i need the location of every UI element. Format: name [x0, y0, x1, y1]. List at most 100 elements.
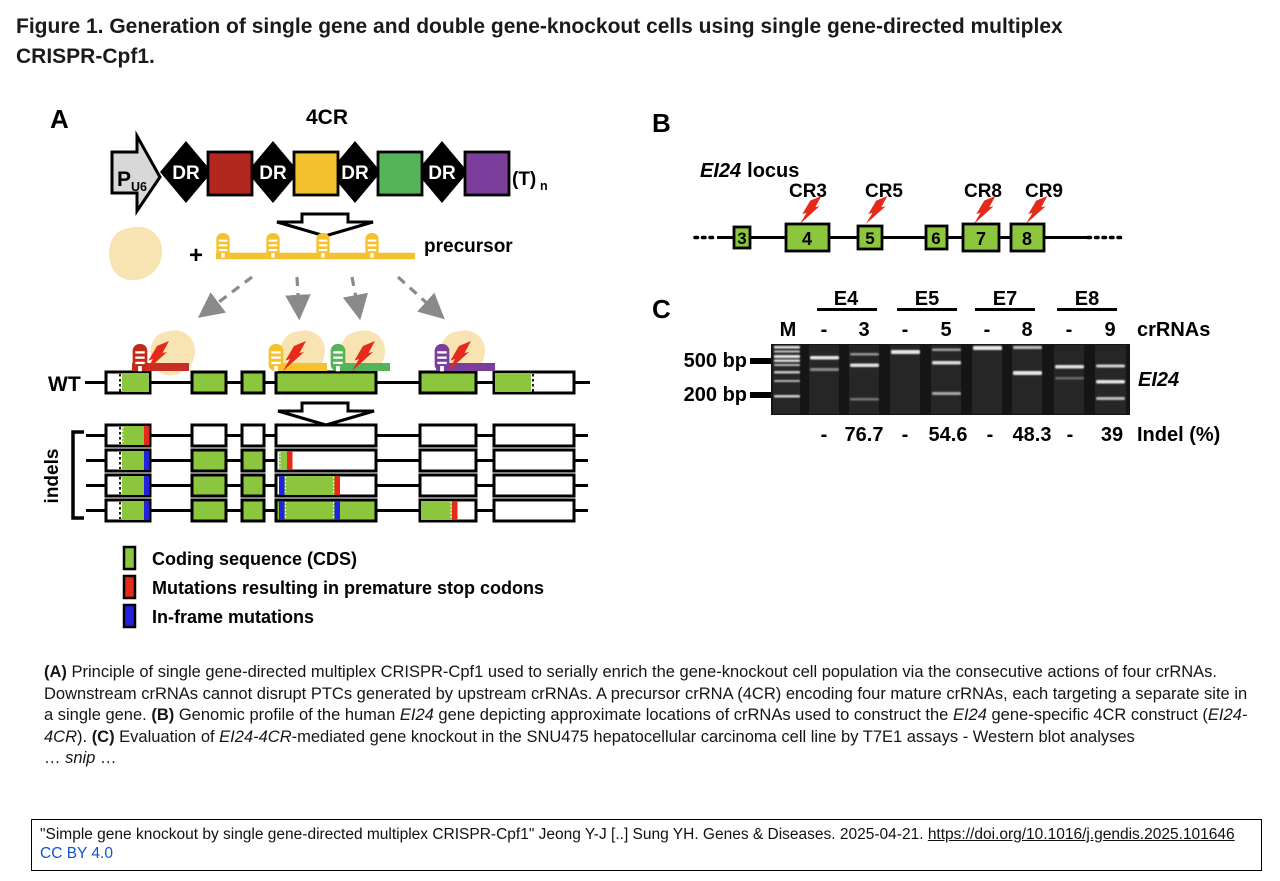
terminator-label: (T)	[512, 169, 536, 190]
gene-name: EI24-4CR	[219, 727, 292, 746]
hairpin-icon	[215, 231, 231, 259]
lane-label: 8	[1021, 319, 1032, 341]
exon-number: 8	[1022, 229, 1032, 249]
indel-value: 48.3	[1013, 424, 1052, 446]
lane-label: -	[1066, 319, 1073, 341]
hairpin-icon	[433, 342, 451, 373]
caption-b-tag: (B)	[151, 706, 175, 724]
figure-caption: (A) Principle of single gene-directed mu…	[44, 662, 1260, 770]
crrna-spacer-squares	[206, 150, 511, 197]
marker-500bp: 500 bp	[684, 350, 747, 372]
gel-bands	[774, 346, 1125, 401]
snip-dots: …	[44, 749, 66, 767]
plus-sign: +	[189, 242, 203, 269]
wt-crrna-complexes	[131, 341, 495, 373]
dr-label: DR	[428, 163, 456, 184]
processing-arrows	[197, 275, 445, 321]
caption-text: gene-specific 4CR construct (	[986, 706, 1208, 724]
indel-value: -	[987, 424, 994, 446]
caption-text: gene depicting approximate locations of …	[433, 706, 953, 724]
panel-a-label: A	[50, 104, 69, 134]
exon-number: 3	[737, 229, 746, 248]
figure-title: Figure 1. Generation of single gene and …	[16, 15, 1063, 68]
panel-a-legend: Coding sequence (CDS) Mutations resultin…	[122, 545, 544, 629]
legend-cds-label: Coding sequence (CDS)	[152, 549, 357, 569]
legend-inframe-label: In-frame mutations	[152, 607, 314, 627]
snip-dots: …	[95, 749, 117, 767]
lane-label: -	[984, 319, 991, 341]
cpf1-protein-blob	[109, 226, 163, 281]
cr8-label: CR8	[964, 181, 1002, 202]
citation-text: "Simple gene knockout by single gene-dir…	[40, 826, 928, 843]
caption-text: Evaluation of	[114, 727, 220, 746]
lane-label: -	[902, 319, 909, 341]
panel-c-label: C	[652, 294, 671, 324]
spacer-yellow-square	[292, 150, 340, 197]
crrna-site-labels: CR3 CR5 CR8 CR9	[789, 181, 1063, 224]
group-e4: E4	[834, 288, 859, 310]
hairpin-icon	[315, 231, 331, 259]
indel-value: 39	[1101, 424, 1123, 446]
indel-value: 76.7	[845, 424, 884, 446]
hairpin-icon	[131, 342, 149, 373]
gel-lane-labels: M - 3 - 5 - 8 - 9 crRNAs	[780, 319, 1211, 341]
dr-label: DR	[259, 163, 287, 184]
marker-lane-label: M	[780, 319, 797, 341]
license-link[interactable]: CC BY 4.0	[40, 845, 113, 862]
gel-size-markers: 500 bp 200 bp	[684, 350, 771, 406]
caption-text: Principle of single gene-directed multip…	[44, 663, 1248, 724]
marker-200bp: 200 bp	[684, 384, 747, 406]
legend-stop-swatch	[122, 574, 137, 600]
construct-title: 4CR	[306, 106, 348, 129]
lane-label: -	[821, 319, 828, 341]
citation-box: "Simple gene knockout by single gene-dir…	[31, 819, 1262, 871]
promoter-label: P	[117, 168, 131, 191]
ei24-locus-map: 3 4 5 6 7 8	[693, 222, 1124, 253]
figure-graphic: A 4CR P U6 DR DR DR DR (T) n +	[42, 104, 1220, 629]
gel-gene-label: EI24	[1138, 369, 1179, 391]
exon-number: 4	[802, 229, 812, 249]
group-e7: E7	[993, 288, 1017, 310]
down-arrow	[277, 401, 375, 427]
precursor-crrna	[215, 231, 415, 260]
precursor-label: precursor	[424, 236, 513, 257]
group-e5: E5	[915, 288, 939, 310]
down-arrow	[276, 212, 374, 238]
panel-b-label: B	[652, 108, 671, 138]
legend-inframe-swatch	[122, 603, 137, 629]
indels-label: indels	[42, 449, 63, 504]
wt-label: WT	[48, 373, 81, 396]
exon-number: 7	[976, 229, 986, 249]
promoter-sub-label: U6	[131, 180, 147, 194]
legend-stop-label: Mutations resulting in premature stop co…	[152, 578, 544, 598]
gel-image	[771, 344, 1130, 415]
spacer-green-square	[376, 150, 424, 197]
lane-label: 5	[940, 319, 951, 341]
indels-bracket: indels	[42, 430, 84, 520]
exon-number: 6	[931, 229, 940, 248]
wt-gene-row	[85, 370, 590, 395]
dr-diamonds: DR DR DR DR	[160, 141, 468, 203]
caption-text: -mediated gene knockout in the SNU475 he…	[291, 727, 1135, 746]
caption-c-tag: (C)	[91, 727, 115, 746]
caption-a-tag: (A)	[44, 663, 67, 681]
legend-cds-swatch	[122, 545, 137, 571]
spacer-red-square	[206, 150, 254, 197]
spacer-purple-square	[463, 150, 511, 197]
hairpin-icon	[265, 231, 281, 259]
indel-allele-rows	[86, 423, 588, 523]
indel-row-label: Indel (%)	[1137, 424, 1220, 446]
doi-link[interactable]: https://doi.org/10.1016/j.gendis.2025.10…	[927, 826, 1235, 843]
snip-line: … snip …	[44, 748, 1260, 770]
hairpin-icon	[329, 342, 347, 373]
snip-word: snip	[65, 749, 96, 767]
gel-group-headers: E4 E5 E7 E8	[817, 288, 1117, 311]
cr5-label: CR5	[865, 181, 903, 202]
indel-value: -	[821, 424, 828, 446]
locus-gene-name: EI24	[700, 160, 741, 182]
lane-label: 9	[1104, 319, 1115, 341]
caption-text: ).	[77, 727, 92, 746]
dr-label: DR	[172, 163, 200, 184]
